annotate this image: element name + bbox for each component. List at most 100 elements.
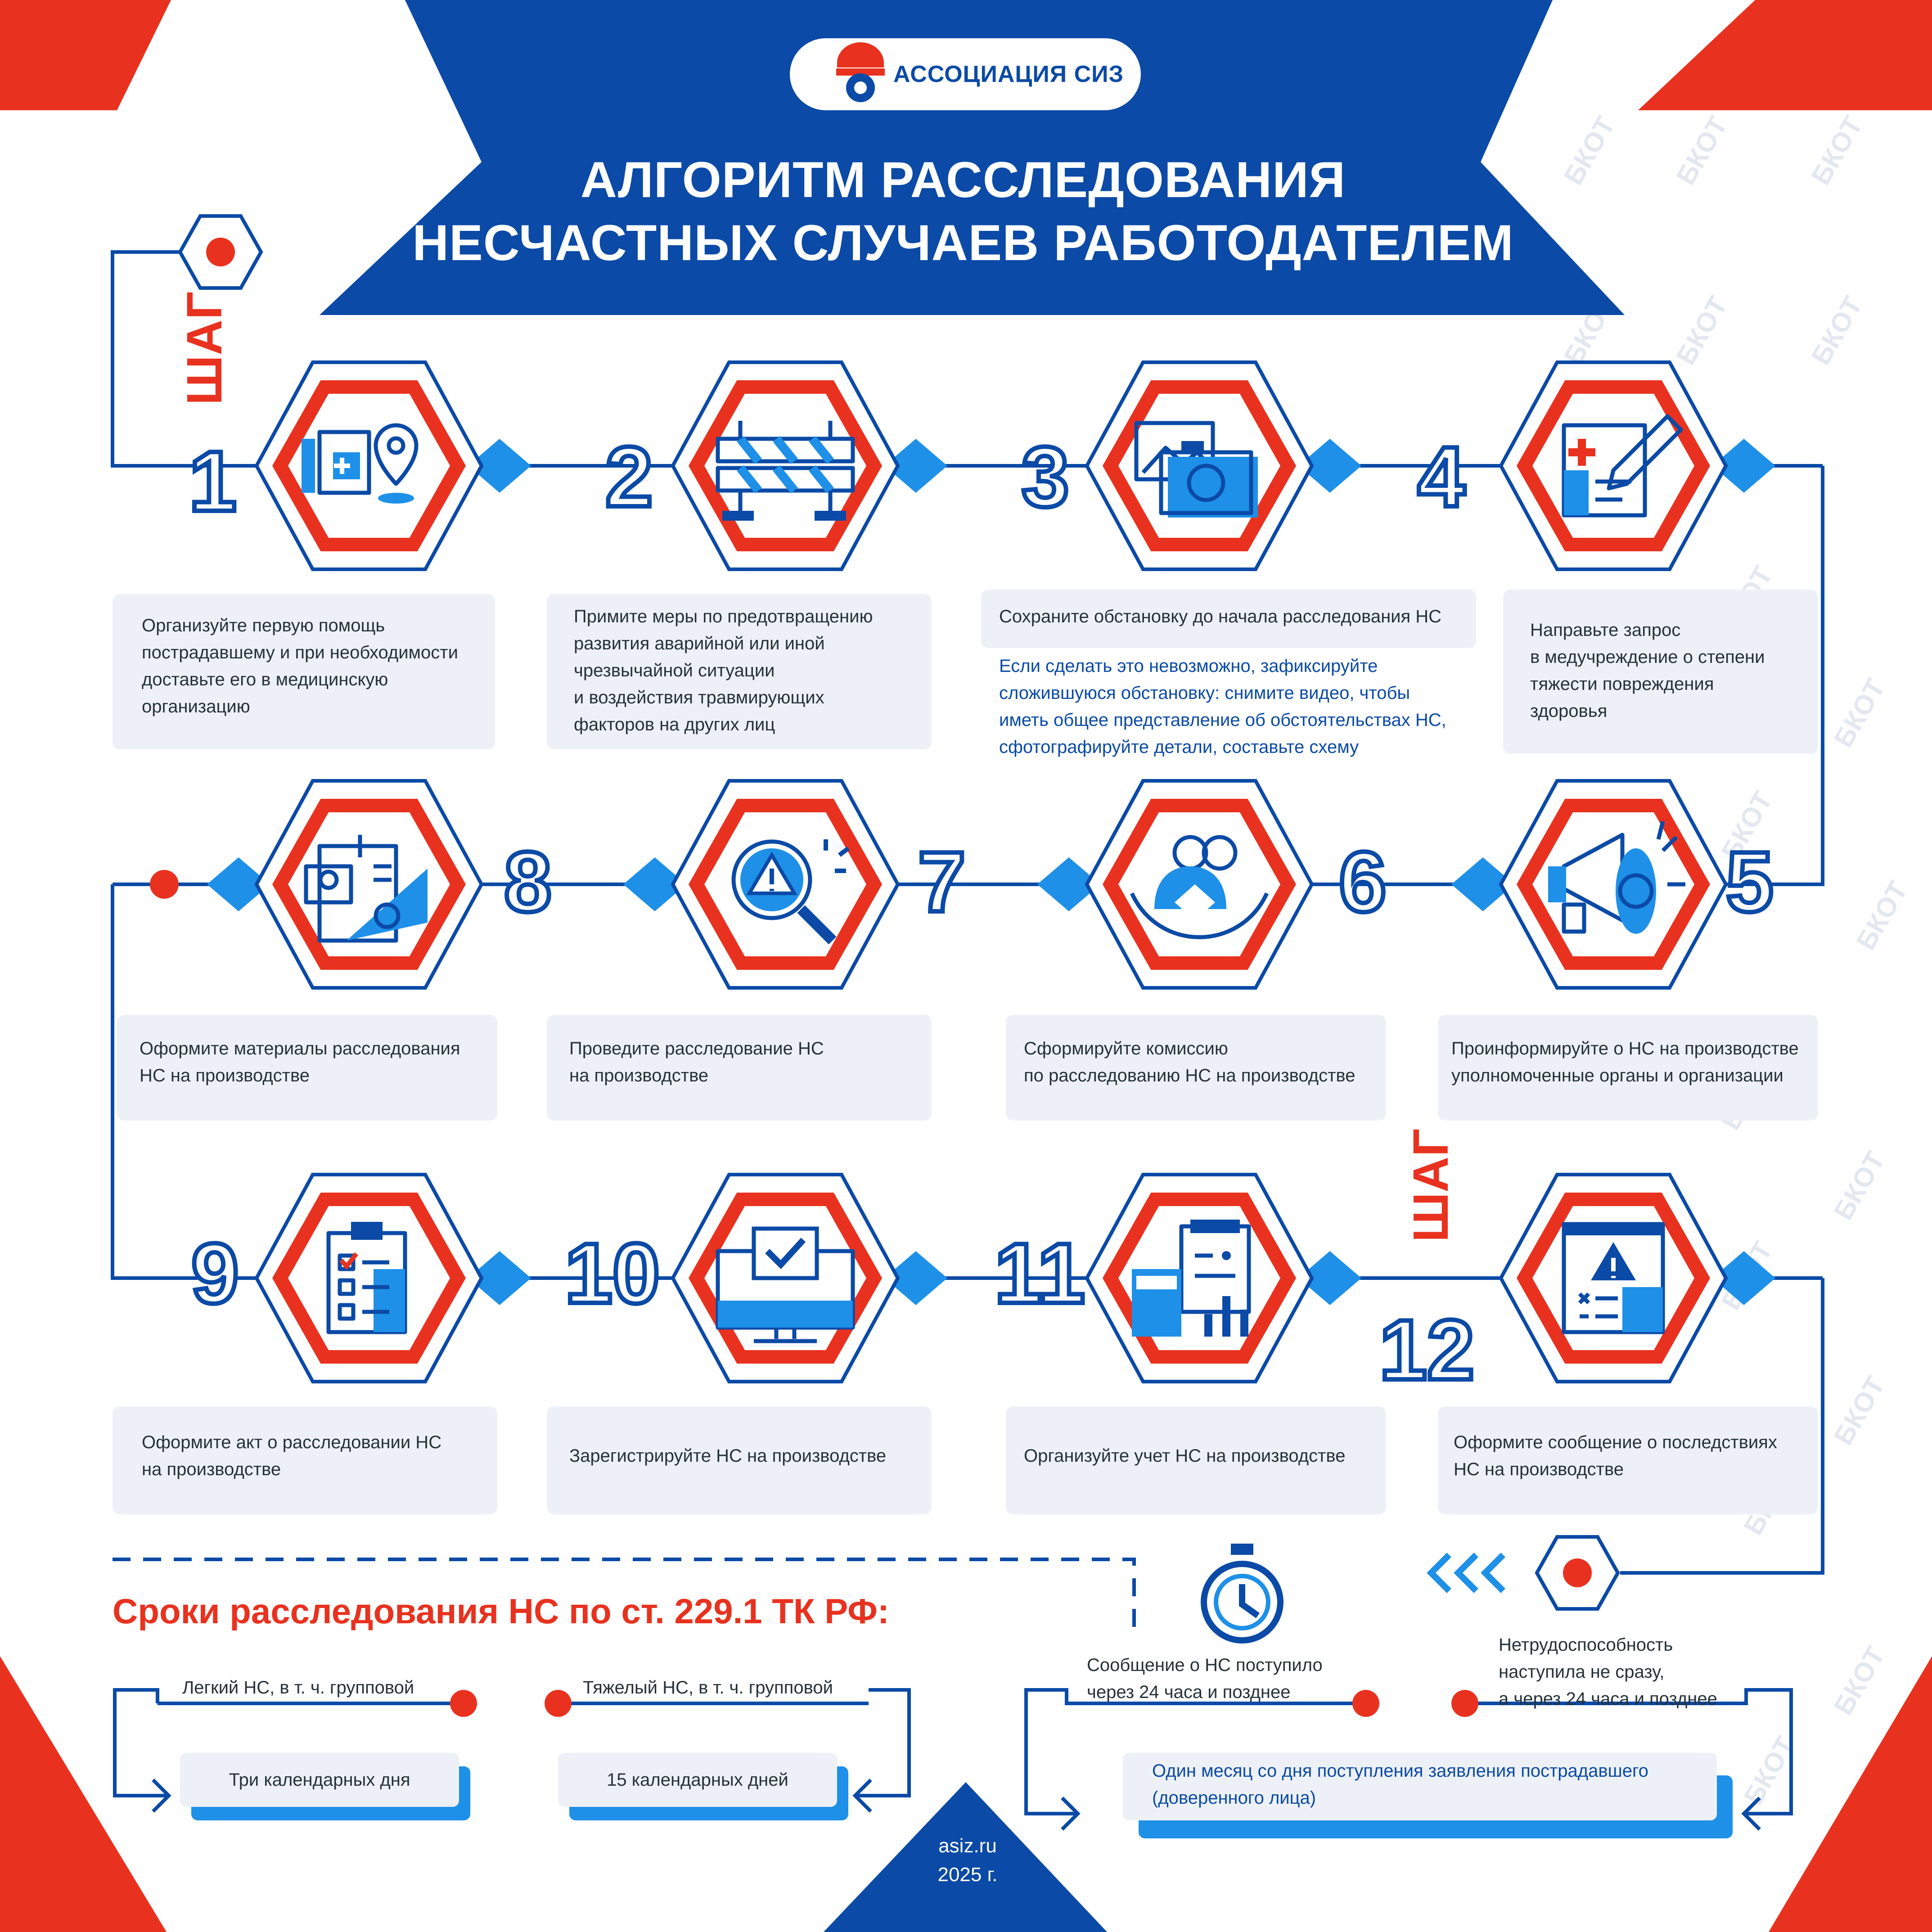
row2-start-dot [150, 870, 179, 899]
step-number-12: 12 [1377, 1302, 1477, 1398]
late-disability-text: Нетрудоспособность наступила не сразу, а… [1499, 1631, 1717, 1712]
corner-decoration-bottom-left [0, 1656, 167, 1932]
megaphone-icon [1548, 820, 1685, 934]
step-badge-8 [207, 779, 484, 990]
step-text-line: Направьте запрос [1530, 620, 1681, 640]
step-text-line: НС на производстве [1454, 1459, 1624, 1479]
step-badge-11 [1085, 1173, 1361, 1383]
month-value-line-1: Один месяц со дня поступления заявления … [1152, 1761, 1648, 1781]
term-box-month [1123, 1753, 1733, 1838]
step-badge-5 [1451, 779, 1728, 990]
step-number-9: 9 [189, 1226, 241, 1321]
barrier-icon [716, 421, 855, 521]
step-badge-9 [254, 1173, 531, 1383]
step-text-10: Зарегистрируйте НС на производстве [569, 1442, 886, 1469]
chevrons-icon [1427, 1553, 1505, 1593]
step-text-line: на производстве [569, 1066, 709, 1085]
terms-arrowheads [152, 1779, 1761, 1831]
step-pointer [468, 439, 531, 493]
title-line-2: НЕСЧАСТНЫХ СЛУЧАЕВ РАБОТОДАТЕЛЕМ [412, 215, 1514, 271]
heavy-label: Тяжелый НС, в т. ч. групповой [583, 1678, 833, 1698]
late-disability-line-3: а через 24 часа и позднее [1499, 1689, 1717, 1709]
term-box-heavy [558, 1753, 848, 1820]
step-text-3: Сохраните обстановку до начала расследов… [999, 603, 1441, 630]
late-disability-line-2: наступила не сразу, [1499, 1662, 1665, 1682]
step-text-line: Зарегистрируйте НС на производстве [569, 1446, 887, 1466]
step-badge-6 [1037, 779, 1314, 990]
corner-decoration-bottom-right [1769, 1656, 1932, 1932]
commission-icon [1130, 835, 1269, 939]
step-note-line: Если сделать это невозможно, зафиксируйт… [999, 656, 1378, 676]
step-panels [113, 590, 1818, 1514]
step-text-line: факторов на других лиц [574, 715, 775, 734]
step-number-10: 10 [563, 1226, 662, 1321]
logo-text: АССОЦИАЦИЯ СИЗ [893, 61, 1124, 87]
step-pointer [1298, 1251, 1361, 1305]
step-word-1: ШАГ [177, 291, 232, 405]
footer-site: asiz.ru [938, 1835, 997, 1857]
step-pointer [1298, 439, 1361, 493]
step-note-line: сфотографируйте детали, составьте схему [999, 737, 1359, 757]
footer: asiz.ru 2025 г. [864, 1832, 1071, 1889]
step-text-line: Организуйте учет НС на производстве [1024, 1446, 1346, 1466]
step-text-line: Примите меры по предотвращению [574, 607, 873, 626]
step-text-line: Сформируйте комиссию [1024, 1039, 1228, 1058]
step-badge-3 [1085, 360, 1361, 571]
terms-title: Сроки расследования НС по ст. 229.1 ТК Р… [113, 1591, 889, 1631]
step-text-line: организацию [142, 697, 250, 716]
step-pointer [468, 1251, 531, 1305]
dashed-divider [113, 1558, 1136, 1634]
corner-decoration-top-right [1638, 0, 1932, 110]
step-pointer [884, 439, 947, 493]
documents-icon [304, 835, 428, 943]
step-pointer [1712, 1251, 1775, 1305]
step-text-line: Сохраните обстановку до начала расследов… [999, 607, 1442, 626]
title-line-1: АЛГОРИТМ РАССЛЕДОВАНИЯ [580, 152, 1346, 208]
step-text-11: Организуйте учет НС на производстве [1024, 1442, 1345, 1469]
step-text-line: Оформите материалы расследования [140, 1039, 460, 1058]
step-pointer [1451, 857, 1514, 911]
step-text-line: Оформите сообщение о последствиях [1454, 1432, 1777, 1452]
warning-report-icon [1562, 1222, 1665, 1334]
step-text-6: Сформируйте комиссию по расследованию НС … [1024, 1035, 1355, 1089]
step-text-line: уполномоченные органы и организации [1451, 1066, 1783, 1085]
month-value-line-2: (доверенного лица) [1152, 1788, 1316, 1808]
light-label: Легкий НС, в т. ч. групповой [182, 1678, 414, 1698]
step-badge-2 [671, 360, 947, 571]
term-box-light [180, 1753, 470, 1820]
corner-decoration-top-left [0, 0, 171, 110]
late-message-line-2: через 24 часа и позднее [1087, 1682, 1291, 1702]
step-text-line: Оформите акт о расследовании НС [142, 1432, 442, 1452]
step-text-line: тяжести повреждения [1530, 674, 1714, 694]
step-note-3: Если сделать это невозможно, зафиксируйт… [999, 653, 1446, 761]
step-badge-7 [623, 779, 900, 990]
step-pointer [884, 1251, 947, 1305]
step-badge-12 [1499, 1173, 1775, 1383]
step-text-line: НС на производстве [140, 1066, 310, 1085]
step-text-line: здоровья [1530, 701, 1608, 721]
step-pointer [623, 857, 686, 911]
step-note-line: иметь общее представление об обстоятельс… [999, 710, 1446, 730]
step-text-line: доставьте его в медицинскую [142, 670, 388, 689]
step-word-2: ШАГ [1403, 1128, 1459, 1242]
step-badges [207, 360, 1775, 1383]
step-number-5: 5 [1724, 834, 1776, 930]
header-banner [320, 0, 1625, 315]
step-badge-10 [671, 1173, 947, 1383]
step-text-line: и воздействия травмирующих [574, 688, 824, 707]
step-text-line: по расследованию НС на производстве [1024, 1066, 1356, 1085]
late-message-text: Сообщение о НС поступило через 24 часа и… [1087, 1652, 1323, 1706]
first-aid-location-icon [302, 423, 419, 504]
step-number-1: 1 [187, 434, 239, 529]
step-number-11: 11 [992, 1226, 1087, 1321]
terms-dots [450, 1690, 1478, 1717]
step-number-8: 8 [502, 834, 554, 930]
checklist-icon [326, 1222, 407, 1334]
late-message-line-1: Сообщение о НС поступило [1087, 1655, 1323, 1675]
